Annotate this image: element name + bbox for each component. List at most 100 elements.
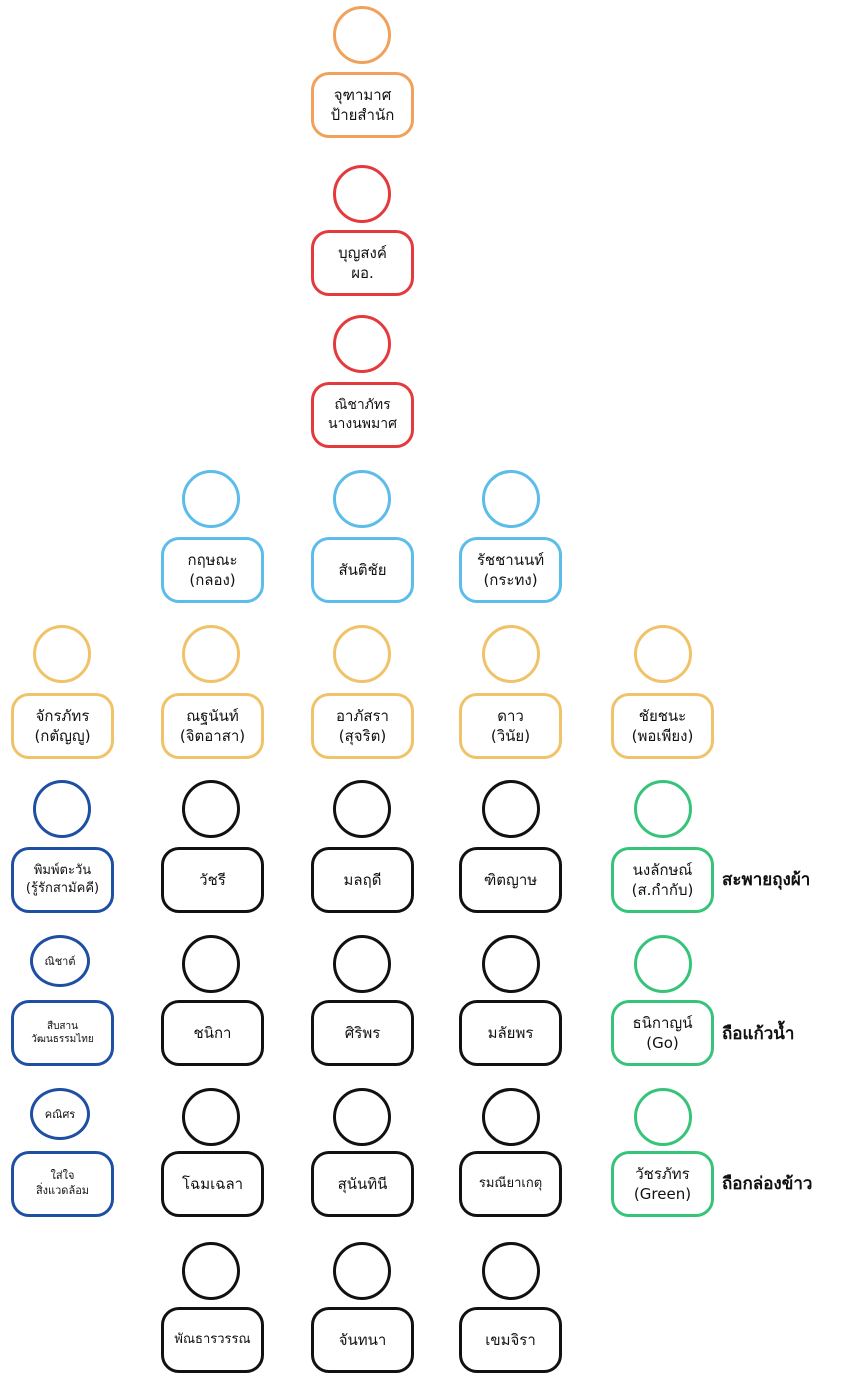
person-head-icon — [333, 6, 391, 64]
name-label: สืบสาน — [46, 1020, 78, 1032]
person-head-icon — [333, 1088, 391, 1146]
name-box: มลฤดี — [311, 847, 414, 913]
role-label: นางนพมาศ — [327, 416, 398, 432]
name-box: ใส่ใจ สิ่งแวดล้อม — [11, 1151, 114, 1217]
person-head-icon — [482, 935, 540, 993]
name-box: สืบสาน วัฒนธรรมไทย — [11, 1000, 114, 1066]
name-box: รัชชานนท์ (กระทง) — [459, 537, 562, 603]
name-label: ณฐนันท์ — [186, 706, 239, 725]
name-label: ดาว — [497, 706, 524, 725]
person-head-icon — [482, 1242, 540, 1300]
name-box: อาภัสรา (สุจริต) — [311, 693, 414, 759]
person-head-icon — [333, 935, 391, 993]
role-label: (วินัย) — [490, 727, 531, 745]
role-label: (กระทง) — [483, 571, 538, 589]
name-label: ฑิตญาษ — [483, 870, 538, 889]
name-label: รมณียาเกตุ — [478, 1176, 543, 1192]
person-head-icon — [634, 625, 692, 683]
name-label: จันทนา — [338, 1330, 387, 1349]
person-head-icon — [333, 470, 391, 528]
name-label: ชนิกา — [193, 1023, 232, 1042]
name-label: ชัยชนะ — [638, 706, 687, 725]
person-head-icon — [333, 780, 391, 838]
name-label: วัชรี — [199, 870, 226, 889]
name-label: พิมพ์ตะวัน — [33, 863, 92, 879]
name-label: สันติชัย — [338, 560, 387, 579]
name-box: ชัยชนะ (พอเพียง) — [611, 693, 714, 759]
role-label: (ส.กำกับ) — [631, 881, 694, 899]
name-label: ณิชาภัทร — [334, 397, 391, 414]
person-head-icon — [482, 780, 540, 838]
person-head-icon — [182, 470, 240, 528]
name-box: จักรภัทร (กตัญญู) — [11, 693, 114, 759]
person-head-icon — [333, 315, 391, 373]
role-label: (Green) — [633, 1185, 692, 1203]
duty-label: ถือกล่องข้าว — [722, 1174, 813, 1194]
person-head-icon — [482, 625, 540, 683]
person-head-icon — [182, 780, 240, 838]
name-box: ธนิกาญน์ (Go) — [611, 1000, 714, 1066]
name-box: จันทนา — [311, 1307, 414, 1373]
role-label: (จิตอาสา) — [179, 727, 246, 745]
name-box: พิมพ์ตะวัน (รู้รักสามัคคี) — [11, 847, 114, 913]
duty-label: ถือแก้วน้ำ — [722, 1024, 795, 1044]
name-label: สุนันทินี — [337, 1174, 388, 1193]
name-box: ณิชาภัทร นางนพมาศ — [311, 382, 414, 448]
name-box: ดาว (วินัย) — [459, 693, 562, 759]
name-box: วัชรภัทร (Green) — [611, 1151, 714, 1217]
person-head-icon — [634, 780, 692, 838]
name-box: ศิริพร — [311, 1000, 414, 1066]
role-label: (รู้รักสามัคคี) — [25, 881, 100, 896]
person-head-icon: คณิศร — [30, 1088, 90, 1140]
person-head-icon — [333, 165, 391, 223]
name-label: วัชรภัทร — [635, 1164, 690, 1183]
person-head-icon — [333, 1242, 391, 1300]
name-box: วัชรี — [161, 847, 264, 913]
person-head-icon — [182, 935, 240, 993]
role-label: (สุจริต) — [338, 727, 387, 745]
role-label: (กลอง) — [189, 571, 236, 589]
name-box: นงลักษณ์ (ส.กำกับ) — [611, 847, 714, 913]
name-box: บุญสงค์ ผอ. — [311, 230, 414, 296]
name-label: มลฤดี — [343, 870, 382, 889]
name-box: โฉมเฉลา — [161, 1151, 264, 1217]
role-label: ผอ. — [351, 264, 374, 282]
name-label: คณิศร — [44, 1108, 76, 1121]
person-head-icon — [33, 780, 91, 838]
name-label: กฤษณะ — [187, 550, 238, 569]
name-box: สันติชัย — [311, 537, 414, 603]
name-label: มลัยพร — [487, 1023, 534, 1042]
name-label: เขมจิรา — [485, 1330, 536, 1349]
person-head-icon — [33, 625, 91, 683]
role-label: (Go) — [646, 1034, 679, 1052]
name-box: เขมจิรา — [459, 1307, 562, 1373]
name-label: รัชชานนท์ — [476, 550, 545, 569]
name-label: ใส่ใจ — [50, 1169, 75, 1183]
name-label: ณิชาต์ — [44, 955, 76, 968]
name-box: ณฐนันท์ (จิตอาสา) — [161, 693, 264, 759]
duty-label: สะพายถุงผ้า — [722, 870, 811, 890]
role-label: สิ่งแวดล้อม — [35, 1184, 90, 1197]
name-box: ชนิกา — [161, 1000, 264, 1066]
name-label: บุญสงค์ — [338, 243, 387, 262]
person-head-icon — [182, 1242, 240, 1300]
name-label: ศิริพร — [344, 1023, 381, 1042]
person-head-icon — [482, 470, 540, 528]
person-head-icon — [333, 625, 391, 683]
person-head-icon — [634, 935, 692, 993]
name-box: ฑิตญาษ — [459, 847, 562, 913]
person-head-icon — [182, 625, 240, 683]
name-box: จุฑามาศ ป้ายสำนัก — [311, 72, 414, 138]
name-box: มลัยพร — [459, 1000, 562, 1066]
name-label: ธนิกาญน์ — [632, 1013, 693, 1032]
name-label: นงลักษณ์ — [632, 860, 693, 879]
person-head-icon — [482, 1088, 540, 1146]
person-head-icon — [182, 1088, 240, 1146]
name-box: รมณียาเกตุ — [459, 1151, 562, 1217]
name-box: กฤษณะ (กลอง) — [161, 537, 264, 603]
name-box: พัณธารวรรณ — [161, 1307, 264, 1373]
name-label: จักรภัทร — [35, 706, 90, 725]
person-head-icon — [634, 1088, 692, 1146]
name-label: อาภัสรา — [336, 706, 389, 725]
